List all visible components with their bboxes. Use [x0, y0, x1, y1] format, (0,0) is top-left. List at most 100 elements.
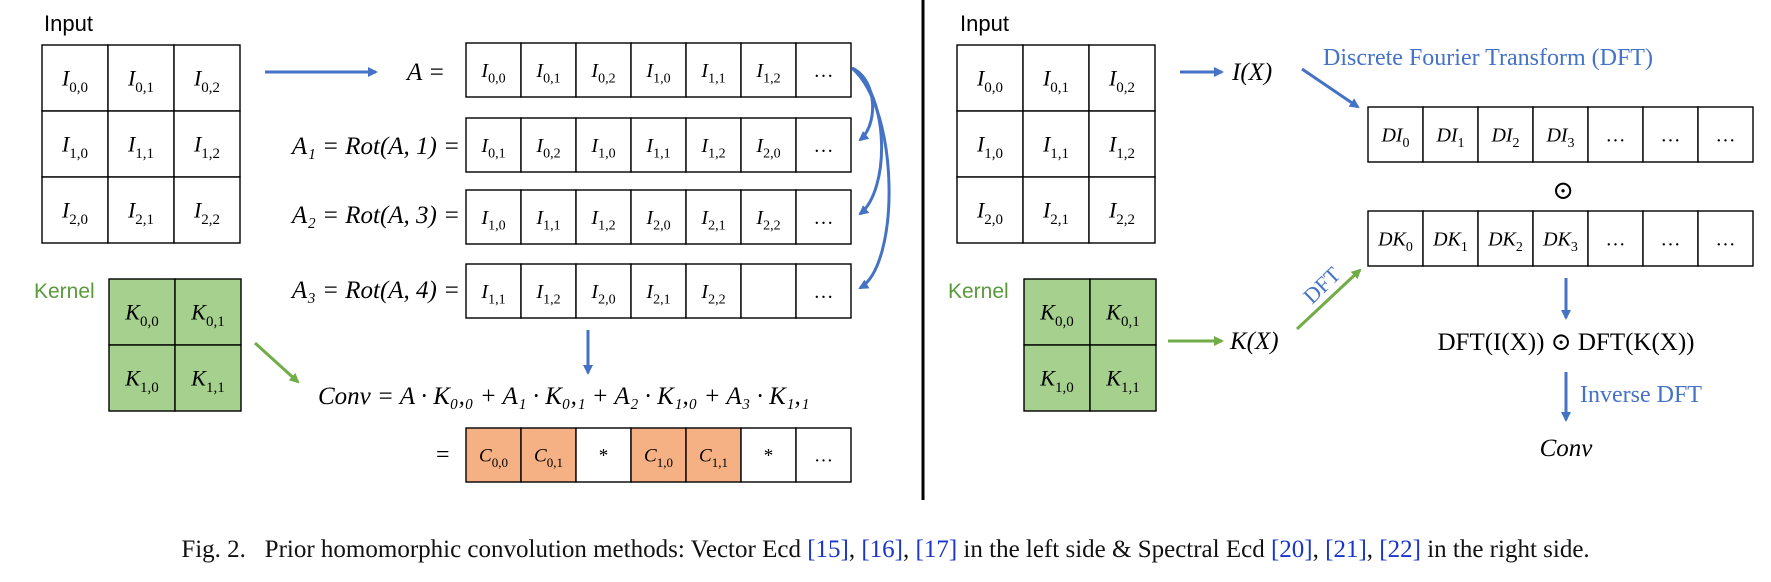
vector-cell: [575, 117, 632, 173]
right-kernel-label: Kernel: [948, 280, 1009, 303]
dk-cell: [1587, 210, 1644, 267]
kernel-cell: [1023, 278, 1091, 346]
result-value: *: [599, 446, 609, 467]
di-cell: [1422, 106, 1479, 163]
vector-cell: [575, 42, 632, 98]
hadamard-symbol: ⊙: [1552, 176, 1574, 205]
citation-link[interactable]: [16]: [861, 536, 904, 563]
vector-cell: [575, 189, 632, 245]
left-input-label: Input: [44, 11, 93, 36]
vector-cell: [685, 263, 742, 319]
kernel-arrow: [253, 341, 300, 384]
di-value: …: [1716, 125, 1736, 147]
figure-caption: Fig. 2. Prior homomorphic convolution me…: [181, 536, 1590, 563]
inverse-dft-label: Inverse DFT: [1580, 382, 1702, 408]
dk-cell: [1697, 210, 1754, 267]
vector-cell: [795, 42, 852, 98]
citation-link[interactable]: [17]: [915, 536, 958, 563]
result-cell: [575, 427, 632, 483]
result-cell: [795, 427, 852, 483]
input-cell: [107, 110, 175, 178]
result-cell: [685, 427, 742, 483]
input-cell: [1022, 110, 1090, 178]
vector-cell: [520, 189, 577, 245]
vector-a1-label: A₁ = Rot(A, 1) =: [290, 133, 460, 160]
kx-label: K(X): [1229, 328, 1279, 355]
result-equals: =: [436, 442, 450, 468]
result-value: *: [764, 446, 774, 467]
vector-cell: [465, 42, 522, 98]
kernel-cell: [108, 278, 176, 346]
dk-value: …: [1606, 229, 1626, 251]
vector-cell: [740, 263, 797, 319]
kernel-cell: [108, 344, 176, 412]
citation-link[interactable]: [21]: [1325, 536, 1367, 563]
kernel-cell: [174, 344, 242, 412]
input-cell: [1088, 176, 1156, 244]
vector-cell: [520, 42, 577, 98]
kernel-cell: [174, 278, 242, 346]
input-cell: [1022, 44, 1090, 112]
input-cell: [1088, 44, 1156, 112]
vector-cell: [685, 42, 742, 98]
vector-cell: [520, 117, 577, 173]
vector-cell: [630, 189, 687, 245]
ix-to-di-arrow: [1301, 67, 1360, 109]
kernel-cell: [1089, 278, 1157, 346]
vector-cell: [465, 189, 522, 245]
di-cell: [1587, 106, 1644, 163]
input-cell: [41, 110, 109, 178]
input-cell: [956, 176, 1024, 244]
result-value: …: [814, 446, 833, 467]
vector-cell: [740, 117, 797, 173]
di-cell: [1477, 106, 1534, 163]
dk-cell: [1422, 210, 1479, 267]
caption-text-a: Prior homomorphic convolution methods: V…: [264, 536, 808, 563]
ix-label: I(X): [1231, 59, 1272, 86]
vector-cell: [795, 189, 852, 245]
vector-cell: [520, 263, 577, 319]
vector-cell: [630, 117, 687, 173]
vector-value: I0,2: [535, 135, 560, 162]
input-cell: [1088, 110, 1156, 178]
input-cell: [107, 44, 175, 112]
vector-cell: [795, 263, 852, 319]
caption-text-c: in the right side.: [1420, 536, 1590, 563]
dft-title: Discrete Fourier Transform (DFT): [1323, 45, 1653, 71]
input-cell: [956, 44, 1024, 112]
dk-cell: [1532, 210, 1589, 267]
caption-prefix: Fig. 2.: [181, 536, 246, 563]
vector-value: …: [814, 207, 834, 229]
left-kernel-label: Kernel: [34, 280, 95, 303]
di-cell: [1697, 106, 1754, 163]
dft-arrow-label: DFT: [1298, 261, 1346, 308]
vector-cell: [685, 117, 742, 173]
dk-value: …: [1661, 229, 1681, 251]
vector-cell: [740, 189, 797, 245]
citation-link[interactable]: [22]: [1379, 536, 1421, 563]
vector-value: …: [814, 135, 834, 157]
kernel-cell: [1089, 344, 1157, 412]
vector-cell: [795, 117, 852, 173]
kernel-cell: [1023, 344, 1091, 412]
vector-cell: [685, 189, 742, 245]
input-cell: [41, 176, 109, 244]
citation-link[interactable]: [20]: [1270, 536, 1313, 563]
dk-value: …: [1716, 229, 1736, 251]
rotation-arrows: [851, 66, 891, 290]
vector-a-label: A =: [405, 59, 445, 86]
result-cell: [520, 427, 577, 483]
citation-link[interactable]: [15]: [807, 536, 849, 563]
conv-output-label: Conv: [1540, 435, 1594, 462]
input-cell: [173, 176, 241, 244]
di-cell: [1367, 106, 1424, 163]
vector-value: …: [814, 60, 834, 82]
right-input-label: Input: [960, 11, 1009, 36]
